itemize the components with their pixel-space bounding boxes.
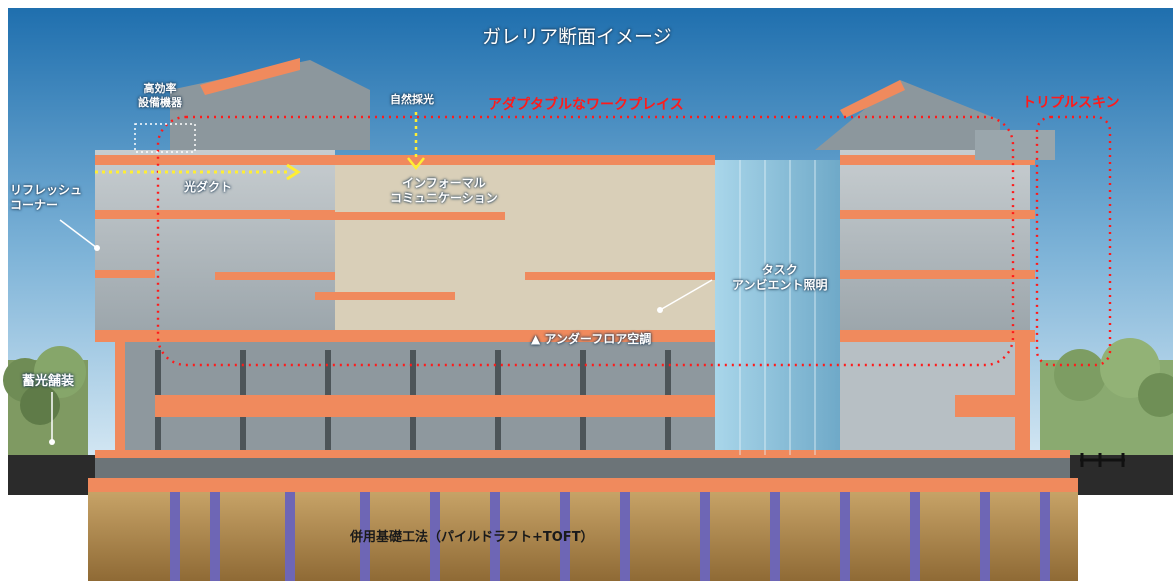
adaptable-workplace-label: アダプタブルなワークプレイス	[488, 97, 684, 113]
triple-skin-outline	[1035, 115, 1112, 367]
equipment-outline	[134, 123, 196, 153]
adaptable-workplace-outline	[156, 115, 1015, 367]
floor-slabs	[95, 155, 1070, 458]
refresh-corner-label: リフレッシュ コーナー	[10, 183, 83, 212]
equipment-label: 高効率 設備機器	[138, 82, 182, 109]
foundation-label: 併用基礎工法（パイルドラフト+TOFT）	[350, 530, 594, 545]
trees-left	[3, 346, 88, 460]
natural-light-label: 自然採光	[390, 93, 434, 106]
trees-right	[1040, 338, 1173, 455]
base-slab	[88, 478, 1078, 492]
task-ambient-lighting-label: タスク アンビエント照明	[732, 263, 828, 292]
foundation-piles	[170, 492, 1050, 581]
triple-skin-label: トリプルスキン	[1022, 95, 1120, 111]
informal-communication-label: インフォーマル コミュニケーション	[390, 176, 498, 205]
underfloor-air-label: ▲ アンダーフロア空調	[531, 332, 652, 346]
luminous-pavement-label: 蓄光舗装	[22, 374, 75, 389]
light-duct-label: 光ダクト	[184, 180, 233, 194]
diagram-title: ガレリア断面イメージ	[482, 26, 672, 48]
